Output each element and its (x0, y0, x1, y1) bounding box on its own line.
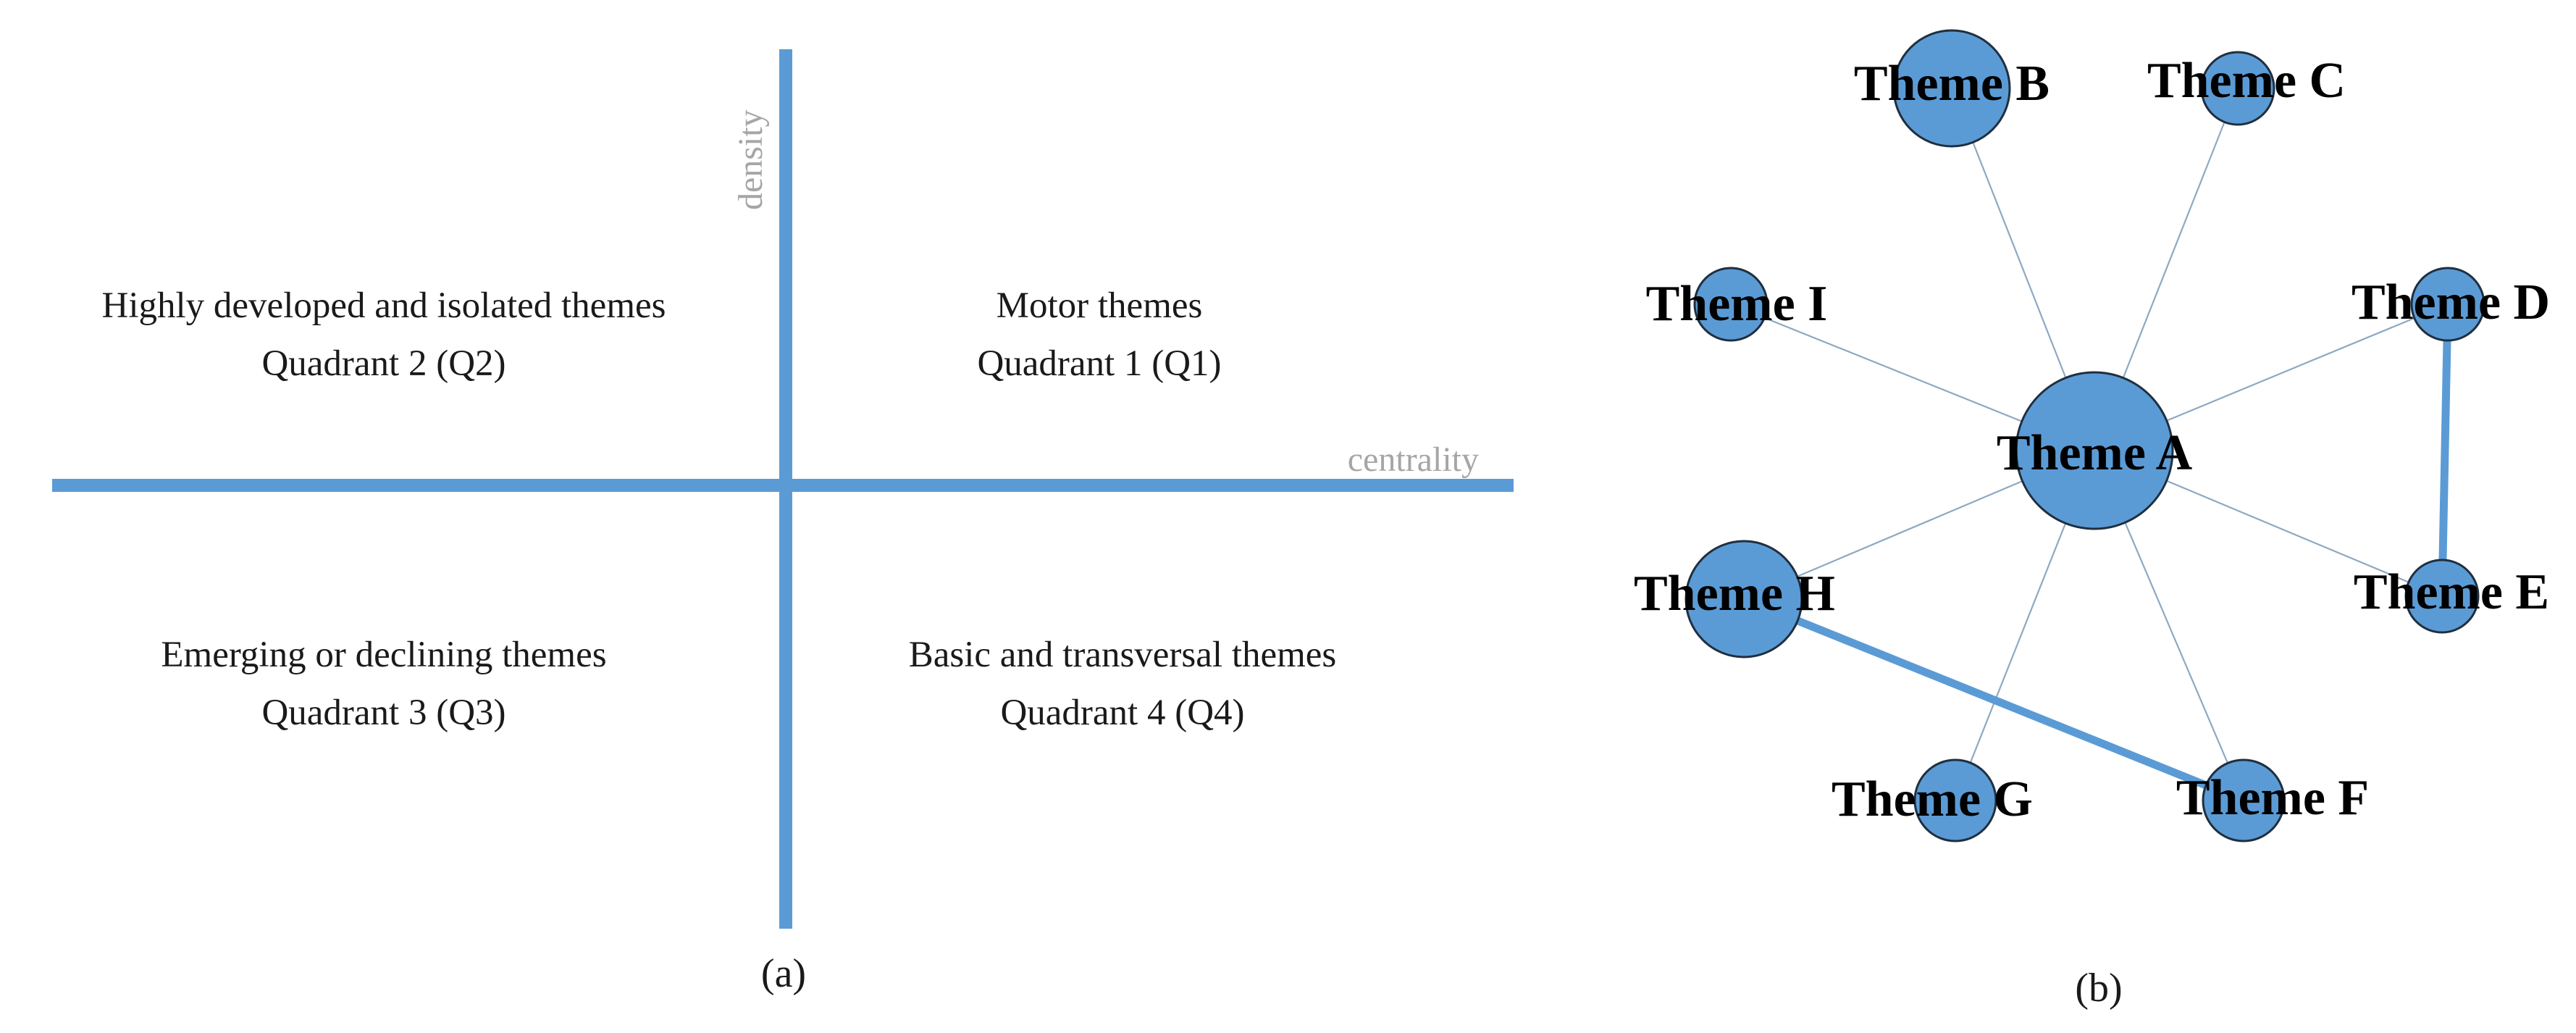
node-theme-g (1913, 758, 1997, 842)
node-label-theme-d: Theme D (2351, 275, 2550, 330)
quadrant-3-subtitle: Quadrant 3 (Q3) (261, 693, 505, 733)
node-theme-e (2404, 559, 2480, 634)
quadrant-2-subtitle: Quadrant 2 (Q2) (261, 343, 505, 384)
node-label-theme-a: Theme A (1997, 425, 2193, 481)
strategic-diagram-panel: density centrality Highly developed and … (52, 49, 1514, 996)
quadrant-1-subtitle: Quadrant 1 (Q1) (977, 343, 1221, 384)
network-labels: Theme A Theme B Theme C Theme D Theme E Theme… (1634, 53, 2550, 827)
panel-a-caption: (a) (761, 951, 806, 996)
thematic-network-panel: Theme A Theme B Theme C Theme D Theme E Theme… (1634, 29, 2550, 1011)
node-theme-f (2202, 758, 2286, 842)
y-axis-label: density (731, 109, 770, 210)
node-label-theme-e: Theme E (2354, 564, 2549, 620)
node-theme-b (1892, 29, 2011, 148)
node-theme-i (1693, 267, 1769, 342)
quadrant-1-title: Motor themes (997, 285, 1203, 326)
node-label-theme-b: Theme B (1854, 56, 2050, 112)
network-nodes (1685, 29, 2485, 842)
node-theme-d (2410, 267, 2485, 342)
node-label-theme-g: Theme G (1832, 771, 2033, 827)
panel-b-caption: (b) (2075, 966, 2122, 1011)
quadrant-4-title: Basic and transversal themes (909, 635, 1337, 675)
node-theme-h (1685, 540, 1803, 658)
quadrant-4-subtitle: Quadrant 4 (Q4) (1000, 693, 1244, 733)
node-label-theme-f: Theme F (2176, 770, 2369, 826)
edge-d-e (2438, 304, 2452, 597)
node-label-theme-h: Theme H (1634, 566, 1835, 622)
edge-h-f (1742, 595, 2246, 805)
node-label-theme-i: Theme I (1646, 276, 1828, 332)
x-axis-label: centrality (1348, 440, 1479, 479)
node-label-theme-c: Theme C (2147, 53, 2346, 109)
node-theme-a (2015, 371, 2174, 530)
node-theme-c (2200, 51, 2275, 126)
quadrant-2-title: Highly developed and isolated themes (102, 285, 666, 326)
quadrant-3-title: Emerging or declining themes (161, 635, 606, 675)
